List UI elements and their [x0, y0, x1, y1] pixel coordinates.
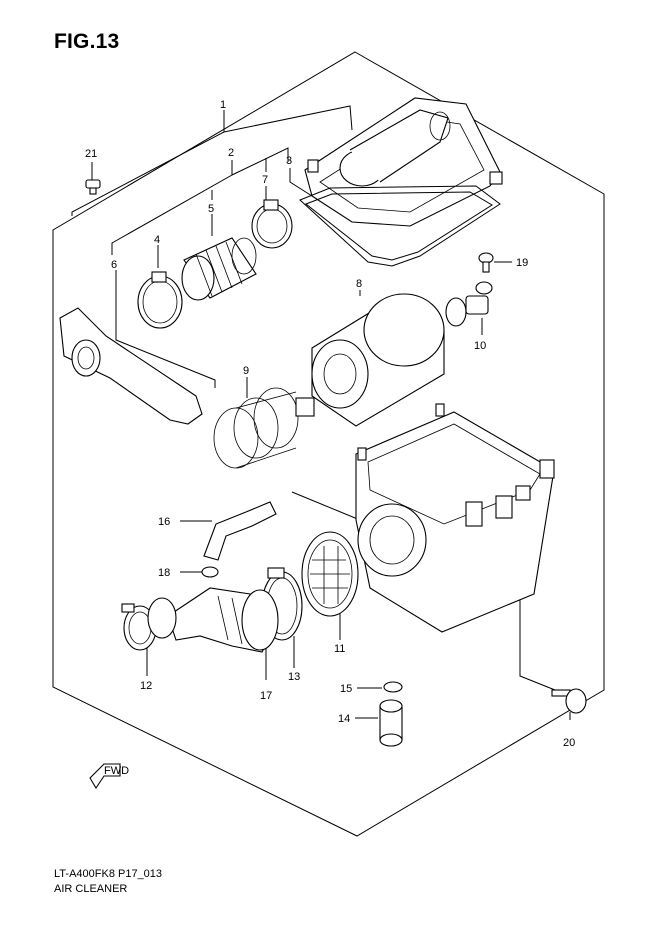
callout-1: 1 [220, 99, 226, 111]
clamp-12 [121, 597, 177, 651]
callout-8: 8 [356, 278, 362, 290]
fitting-10 [445, 281, 493, 327]
cover-seal [299, 185, 501, 267]
callout-11: 11 [334, 643, 345, 655]
figure-name: AIR CLEANER [54, 883, 128, 895]
callout-9: 9 [243, 365, 249, 377]
o-ring-18 [201, 566, 219, 578]
o-ring-15 [383, 681, 403, 693]
callout-numbers: 1 2 3 4 5 6 7 8 9 10 11 12 13 14 15 16 1… [85, 99, 575, 749]
intake-duct [59, 307, 203, 425]
callout-20: 20 [563, 737, 575, 749]
callout-18: 18 [158, 567, 170, 579]
filter-element [311, 293, 445, 427]
hose-16 [203, 501, 277, 561]
callout-2: 2 [228, 147, 234, 159]
screw-19 [478, 252, 494, 273]
clamp-7 [251, 199, 293, 249]
callout-7: 7 [262, 174, 268, 186]
callout-4: 4 [154, 234, 160, 246]
callout-12: 12 [140, 680, 152, 692]
figure-code: LT-A400FK8 P17_013 [54, 868, 163, 880]
assembly-frame [52, 51, 605, 837]
callout-10: 10 [474, 340, 486, 352]
bolt-20 [551, 688, 587, 714]
callout-19: 19 [516, 257, 528, 269]
callout-17: 17 [260, 690, 272, 702]
outlet-duct-17 [167, 587, 279, 653]
fwd-label: FWD [104, 765, 129, 777]
callout-21: 21 [85, 148, 97, 160]
drain-14 [379, 699, 403, 747]
callout-14: 14 [338, 713, 350, 725]
air-cleaner-case [355, 403, 555, 633]
hose-5 [181, 237, 257, 301]
callout-16: 16 [158, 516, 170, 528]
callout-6: 6 [111, 259, 117, 271]
fwd-arrow-icon: FWD [89, 763, 129, 790]
filter-cage [213, 387, 315, 469]
callout-5: 5 [208, 203, 214, 215]
figure-title: FIG.13 [54, 30, 120, 53]
screw-21 [85, 179, 101, 195]
cover-top [304, 97, 503, 227]
callout-15: 15 [340, 683, 352, 695]
callout-13: 13 [288, 671, 300, 683]
screen-11 [301, 531, 359, 617]
clamp-4 [137, 271, 183, 329]
callout-3: 3 [286, 155, 292, 167]
